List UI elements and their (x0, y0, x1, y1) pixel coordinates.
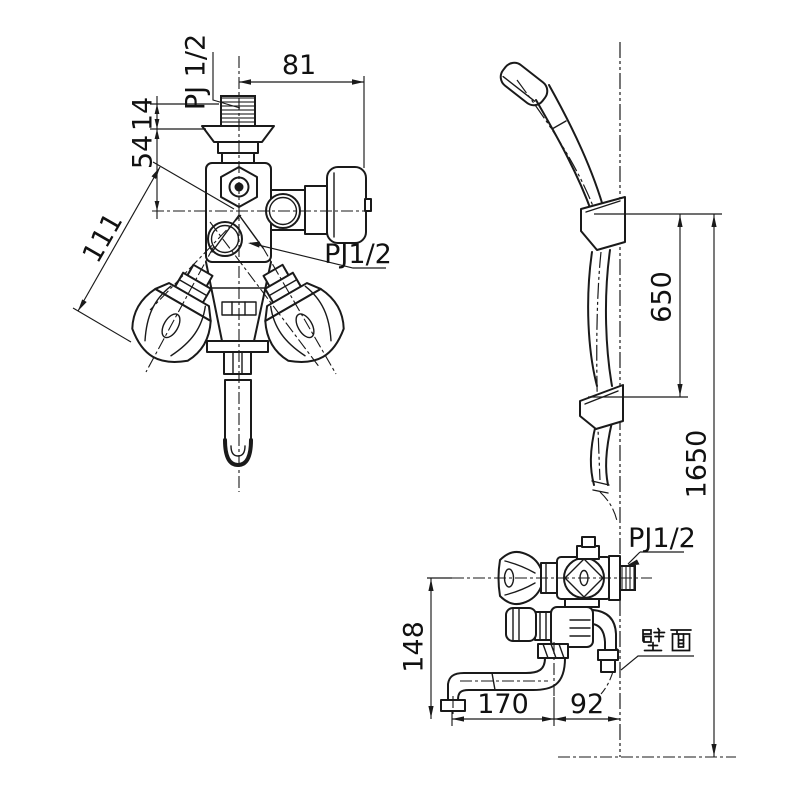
right-cross-handle (262, 263, 345, 363)
hose-elbow (592, 609, 617, 651)
diverter-knob-top (581, 536, 596, 548)
dim-650-label: 650 (647, 271, 678, 323)
shower-wand-joint (551, 120, 567, 130)
spout-centerlines (452, 642, 555, 716)
dim-111-extension-top (152, 161, 235, 210)
shower-head (499, 61, 549, 107)
spout-joint (491, 672, 496, 691)
stop-knob (505, 607, 537, 642)
dim-1650-label: 1650 (682, 430, 713, 499)
shower-hose-upper (587, 249, 613, 387)
front-thread-label: PJ 1/2 (181, 34, 212, 110)
lower-connector (564, 598, 600, 608)
dim-170-label: 170 (477, 689, 529, 720)
spout-nipple (223, 351, 252, 375)
front-view: 81 14 54 111 PJ 1/2 (72, 34, 392, 492)
front-centerlines (145, 56, 372, 492)
hose-centerline (596, 251, 602, 481)
dim-111-extension-bottom (72, 307, 132, 343)
spout-tube-end (223, 438, 253, 467)
lower-hook (579, 384, 624, 430)
right-handle-axis (261, 245, 337, 375)
elbow-nipple (600, 659, 616, 673)
dim-111-line (77, 166, 161, 312)
dim-148-label: 148 (399, 621, 430, 673)
coupling-ridges (569, 619, 591, 637)
dim-650-1650: 650 1650 (588, 213, 722, 757)
front-outlet-label-group: PJ1/2 (248, 239, 392, 270)
wall-surface-leader (620, 655, 694, 671)
left-cross-handle (131, 263, 214, 363)
shower-thread (220, 95, 256, 127)
kanji-men (670, 629, 692, 652)
side-inlet-leader (627, 551, 684, 565)
knob-arm-ring (304, 185, 328, 235)
spout-nipple-ticks (232, 351, 243, 375)
stop-knob-lines (512, 607, 520, 642)
side-view: 650 1650 (399, 42, 736, 758)
dim-81: 81 (239, 50, 365, 168)
spout-tube (224, 379, 252, 441)
dim-81-label: 81 (282, 50, 316, 81)
spout-tube-inner (230, 445, 246, 457)
wall-surface-label (620, 627, 694, 671)
hose-end-cap (591, 480, 610, 494)
front-thread-label-group: PJ 1/2 (181, 34, 241, 110)
diverter-wheel-spokes (564, 558, 604, 598)
spout-pipe-bottom (457, 657, 566, 701)
upper-hook (580, 196, 626, 251)
left-handle-axis (145, 245, 215, 373)
dim-111-label: 111 (77, 208, 130, 268)
stop-knob-nut-lines (539, 611, 547, 641)
thread-flange (201, 125, 275, 143)
spout-pipe-top (447, 657, 546, 701)
right-inlet-inner (268, 196, 298, 226)
dim-148: 148 (399, 578, 434, 719)
side-inlet-label: PJ1/2 (628, 523, 696, 554)
diag-centerline-left (149, 214, 242, 311)
shower-wand (535, 84, 606, 214)
dim-14-label: 14 (128, 97, 159, 131)
dim-92-label: 92 (570, 689, 604, 720)
dim-14-54: 14 54 (128, 96, 219, 219)
front-faucet-body (131, 95, 372, 467)
spout-housing-bar (206, 340, 269, 353)
spout-housing-ticks (231, 301, 246, 316)
upper-hook-line (585, 200, 621, 213)
shower-hose-lower (589, 421, 613, 486)
lower-valve-body (550, 606, 594, 648)
hand-shower (499, 61, 626, 695)
kanji-kabe (642, 627, 666, 652)
dim-54-label: 54 (128, 135, 159, 169)
front-outlet-leader (249, 242, 386, 269)
diag-centerline-right (209, 221, 321, 369)
volume-knob (326, 166, 367, 244)
hose-phantom-upper (599, 491, 618, 522)
flange-neck (217, 141, 259, 154)
side-faucet (427, 536, 652, 716)
front-thread-leader (212, 52, 241, 109)
dim-170-92: 170 92 (451, 689, 620, 726)
dim-14-extensions (150, 103, 219, 130)
elbow-nut (597, 649, 619, 661)
stop-knob-nut (534, 611, 552, 641)
front-outlet-label: PJ1/2 (324, 239, 392, 270)
volume-knob-tip (364, 198, 372, 212)
flange-step (221, 152, 255, 164)
side-inlet-label-group: PJ1/2 (626, 523, 696, 566)
